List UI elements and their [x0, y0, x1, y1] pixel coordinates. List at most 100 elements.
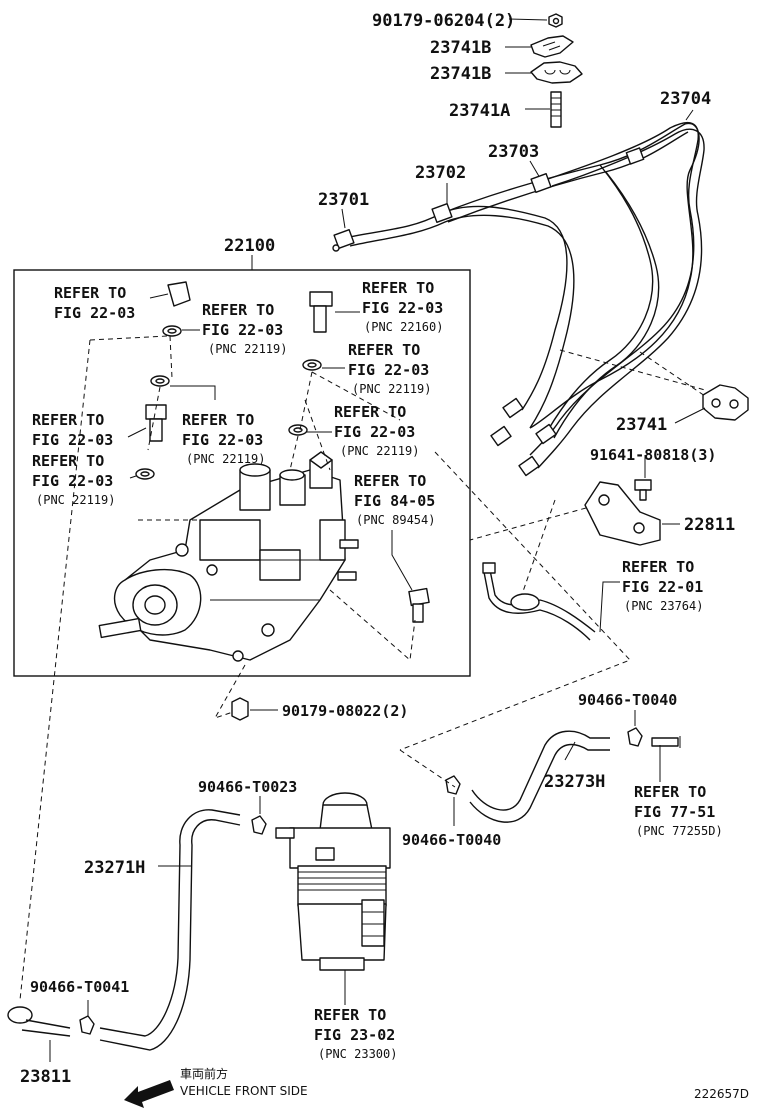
svg-text:(PNC 23764): (PNC 23764): [624, 599, 703, 613]
gasket-22119-c[interactable]: [302, 359, 322, 371]
clip-90466-T0041[interactable]: [79, 1015, 95, 1035]
label-23271H: 23271H: [84, 858, 145, 878]
plug-22-03-a[interactable]: [167, 281, 191, 307]
svg-text:(PNC 22119): (PNC 22119): [340, 444, 419, 458]
injection-pump-body[interactable]: [98, 451, 359, 662]
ref-fig-84-05-pnc89454[interactable]: REFER TO FIG 84-05 (PNC 89454): [354, 472, 435, 527]
label-22100: 22100: [224, 236, 275, 256]
svg-text:FIG 77-51: FIG 77-51: [634, 803, 715, 821]
svg-text:REFER TO: REFER TO: [32, 411, 104, 429]
svg-text:(PNC 22119): (PNC 22119): [352, 382, 431, 396]
svg-text:(PNC 23300): (PNC 23300): [318, 1047, 397, 1061]
label-90179-08022: 90179-08022(2): [282, 702, 408, 720]
label-23703: 23703: [488, 142, 539, 162]
ref-fig-22-03-a[interactable]: REFER TO FIG 22-03: [54, 284, 135, 322]
label-23811: 23811: [20, 1067, 71, 1087]
label-90466-T0023: 90466-T0023: [198, 778, 297, 796]
ref-fig-22-01-pnc23764[interactable]: REFER TO FIG 22-01 (PNC 23764): [622, 558, 703, 613]
clip-90466-T0040-lower[interactable]: [445, 775, 461, 795]
clip-90466-T0040-upper[interactable]: [627, 727, 643, 747]
svg-text:FIG 22-03: FIG 22-03: [182, 431, 263, 449]
diagram-id: 222657D: [694, 1087, 749, 1101]
svg-text:(PNC 22119): (PNC 22119): [208, 342, 287, 356]
ref-fig-22-03-pnc22119-d[interactable]: REFER TO FIG 22-03 (PNC 22119): [182, 411, 265, 466]
svg-text:REFER TO: REFER TO: [182, 411, 254, 429]
union-bolt-22-03-b[interactable]: [145, 404, 167, 442]
label-90466-T0040-upper: 90466-T0040: [578, 691, 677, 709]
clamp-23741B-upper[interactable]: [530, 35, 574, 58]
ref-fig-22-03-pnc22119-e[interactable]: REFER TO FIG 22-03 (PNC 22119): [32, 452, 115, 507]
stud-23741A[interactable]: [550, 91, 562, 128]
svg-text:FIG 22-03: FIG 22-03: [202, 321, 283, 339]
bolt-91641-80818[interactable]: [634, 479, 652, 501]
fuel-return-pipe-fitting[interactable]: [482, 562, 596, 641]
pipe-77255D-end[interactable]: [651, 736, 681, 748]
vehicle-front-jp: 車両前方: [180, 1066, 228, 1081]
ref-fig-77-51-pnc77255D[interactable]: REFER TO FIG 77-51 (PNC 77255D): [634, 783, 723, 838]
svg-text:FIG 22-01: FIG 22-01: [622, 578, 703, 596]
vehicle-front-arrow-icon: [124, 1080, 174, 1108]
bracket-22811[interactable]: [584, 481, 661, 546]
pipe-nut-23701[interactable]: [332, 228, 355, 252]
gasket-22119-a[interactable]: [162, 325, 182, 337]
ref-fig-22-03-pnc22119-c[interactable]: REFER TO FIG 22-03 (PNC 22119): [334, 403, 419, 458]
injection-pipes-23701-23704[interactable]: [344, 121, 705, 469]
label-22811: 22811: [684, 515, 735, 535]
ref-fig-22-03-pnc22160[interactable]: REFER TO FIG 22-03 (PNC 22160): [362, 279, 443, 334]
union-bolt-22160[interactable]: [309, 291, 333, 333]
svg-text:REFER TO: REFER TO: [334, 403, 406, 421]
sensor-89454[interactable]: [408, 587, 430, 623]
hose-23273H[interactable]: [469, 730, 610, 823]
nut-90179-06204[interactable]: [548, 13, 563, 28]
svg-text:REFER TO: REFER TO: [622, 558, 694, 576]
clip-90466-T0023[interactable]: [251, 815, 267, 835]
svg-text:REFER TO: REFER TO: [32, 452, 104, 470]
pipe-nut-23703[interactable]: [530, 172, 552, 194]
svg-text:FIG 22-03: FIG 22-03: [348, 361, 429, 379]
label-91641-80818: 91641-80818(3): [590, 446, 716, 464]
label-23701: 23701: [318, 190, 369, 210]
gasket-22119-e[interactable]: [135, 468, 155, 480]
gasket-22119-b[interactable]: [150, 375, 170, 387]
ref-fig-23-02-pnc23300[interactable]: REFER TO FIG 23-02 (PNC 23300): [314, 1006, 397, 1061]
clamp-23741B-lower[interactable]: [530, 61, 583, 84]
label-23741A: 23741A: [449, 101, 510, 121]
label-90466-T0040-lower: 90466-T0040: [402, 831, 501, 849]
svg-text:REFER TO: REFER TO: [634, 783, 706, 801]
svg-text:FIG 22-03: FIG 22-03: [334, 423, 415, 441]
svg-text:FIG 22-03: FIG 22-03: [362, 299, 443, 317]
svg-text:REFER TO: REFER TO: [354, 472, 426, 490]
svg-text:FIG 23-02: FIG 23-02: [314, 1026, 395, 1044]
label-23273H: 23273H: [544, 772, 605, 792]
svg-text:(PNC 77255D): (PNC 77255D): [636, 824, 723, 838]
ref-fig-22-03-b[interactable]: REFER TO FIG 22-03: [32, 411, 113, 449]
svg-text:FIG 84-05: FIG 84-05: [354, 492, 435, 510]
svg-text:REFER TO: REFER TO: [202, 301, 274, 319]
svg-text:(PNC 89454): (PNC 89454): [356, 513, 435, 527]
clamp-23741[interactable]: [702, 384, 749, 421]
label-23741: 23741: [616, 415, 667, 435]
pipe-end-fittings[interactable]: [490, 147, 645, 477]
svg-text:(PNC 22160): (PNC 22160): [364, 320, 443, 334]
svg-text:REFER TO: REFER TO: [54, 284, 126, 302]
label-23702: 23702: [415, 163, 466, 183]
fuel-filter-assembly[interactable]: [275, 792, 391, 971]
svg-text:REFER TO: REFER TO: [314, 1006, 386, 1024]
ref-fig-22-03-pnc22119-a[interactable]: REFER TO FIG 22-03 (PNC 22119): [202, 301, 287, 356]
ref-fig-22-03-pnc22119-b[interactable]: REFER TO FIG 22-03 (PNC 22119): [348, 341, 431, 396]
svg-text:(PNC 22119): (PNC 22119): [186, 452, 265, 466]
label-90466-T0041: 90466-T0041: [30, 978, 129, 996]
hose-23271H[interactable]: [99, 809, 241, 1051]
label-23741B-lower: 23741B: [430, 64, 491, 84]
nut-90179-08022[interactable]: [231, 697, 249, 721]
gasket-22119-d[interactable]: [288, 424, 308, 436]
injection-pump-assembly-box: [13, 269, 471, 677]
svg-text:REFER TO: REFER TO: [348, 341, 420, 359]
label-23741B-upper: 23741B: [430, 38, 491, 58]
fitting-23811[interactable]: [7, 1006, 71, 1037]
svg-text:REFER TO: REFER TO: [362, 279, 434, 297]
svg-text:FIG 22-03: FIG 22-03: [54, 304, 135, 322]
svg-text:FIG 22-03: FIG 22-03: [32, 472, 113, 490]
pipe-nut-23702[interactable]: [431, 202, 453, 224]
